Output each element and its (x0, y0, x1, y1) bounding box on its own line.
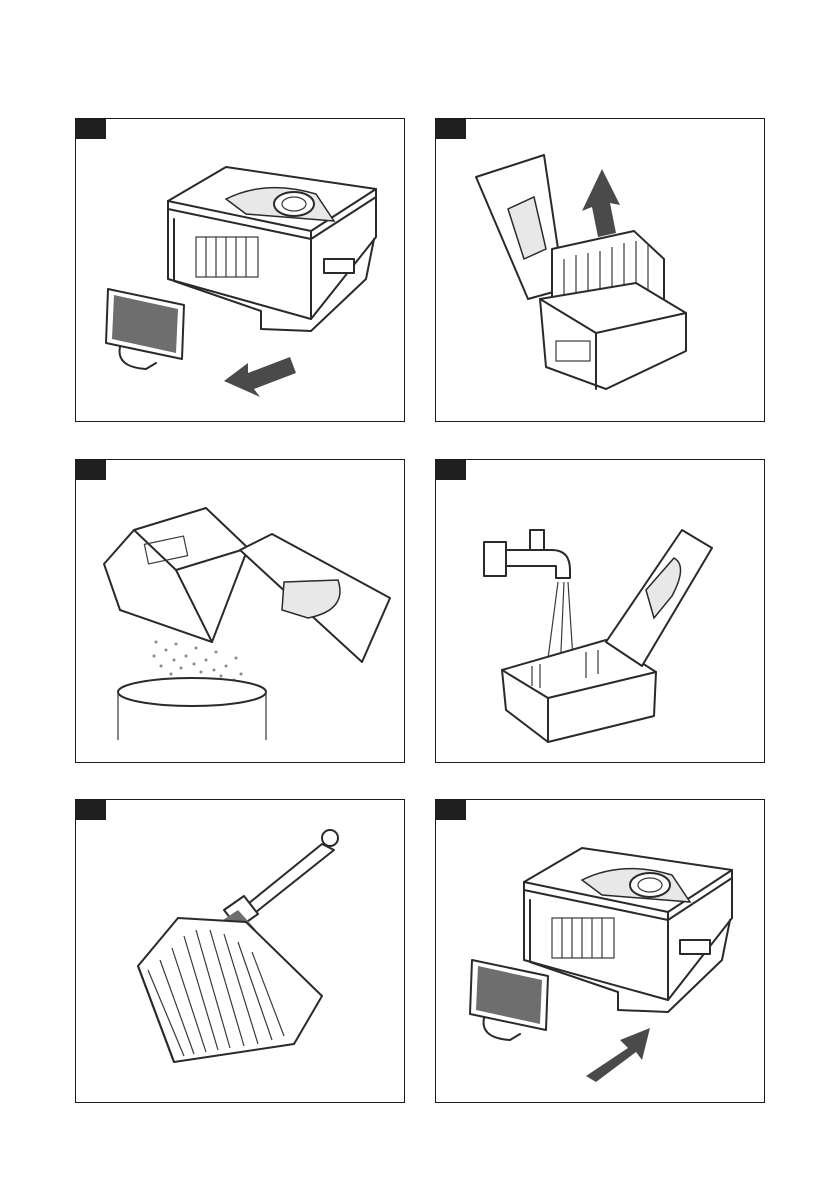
empty-dust-bin-illustration (76, 460, 404, 762)
step-panel-6 (435, 799, 765, 1103)
rinse-under-tap-illustration (436, 460, 764, 762)
step-panel-1 (75, 118, 405, 422)
step-panel-3 (75, 459, 405, 763)
arrow-up-right-icon (586, 1028, 650, 1082)
reinsert-filter-illustration (436, 800, 764, 1102)
step-panel-4 (435, 459, 765, 763)
brush-clean-filter-illustration (76, 800, 404, 1102)
lift-filter-frame-illustration (436, 119, 764, 421)
step-panel-2 (435, 118, 765, 422)
remove-filter-illustration (76, 119, 404, 421)
step-panel-5 (75, 799, 405, 1103)
faucet-icon (484, 530, 570, 578)
